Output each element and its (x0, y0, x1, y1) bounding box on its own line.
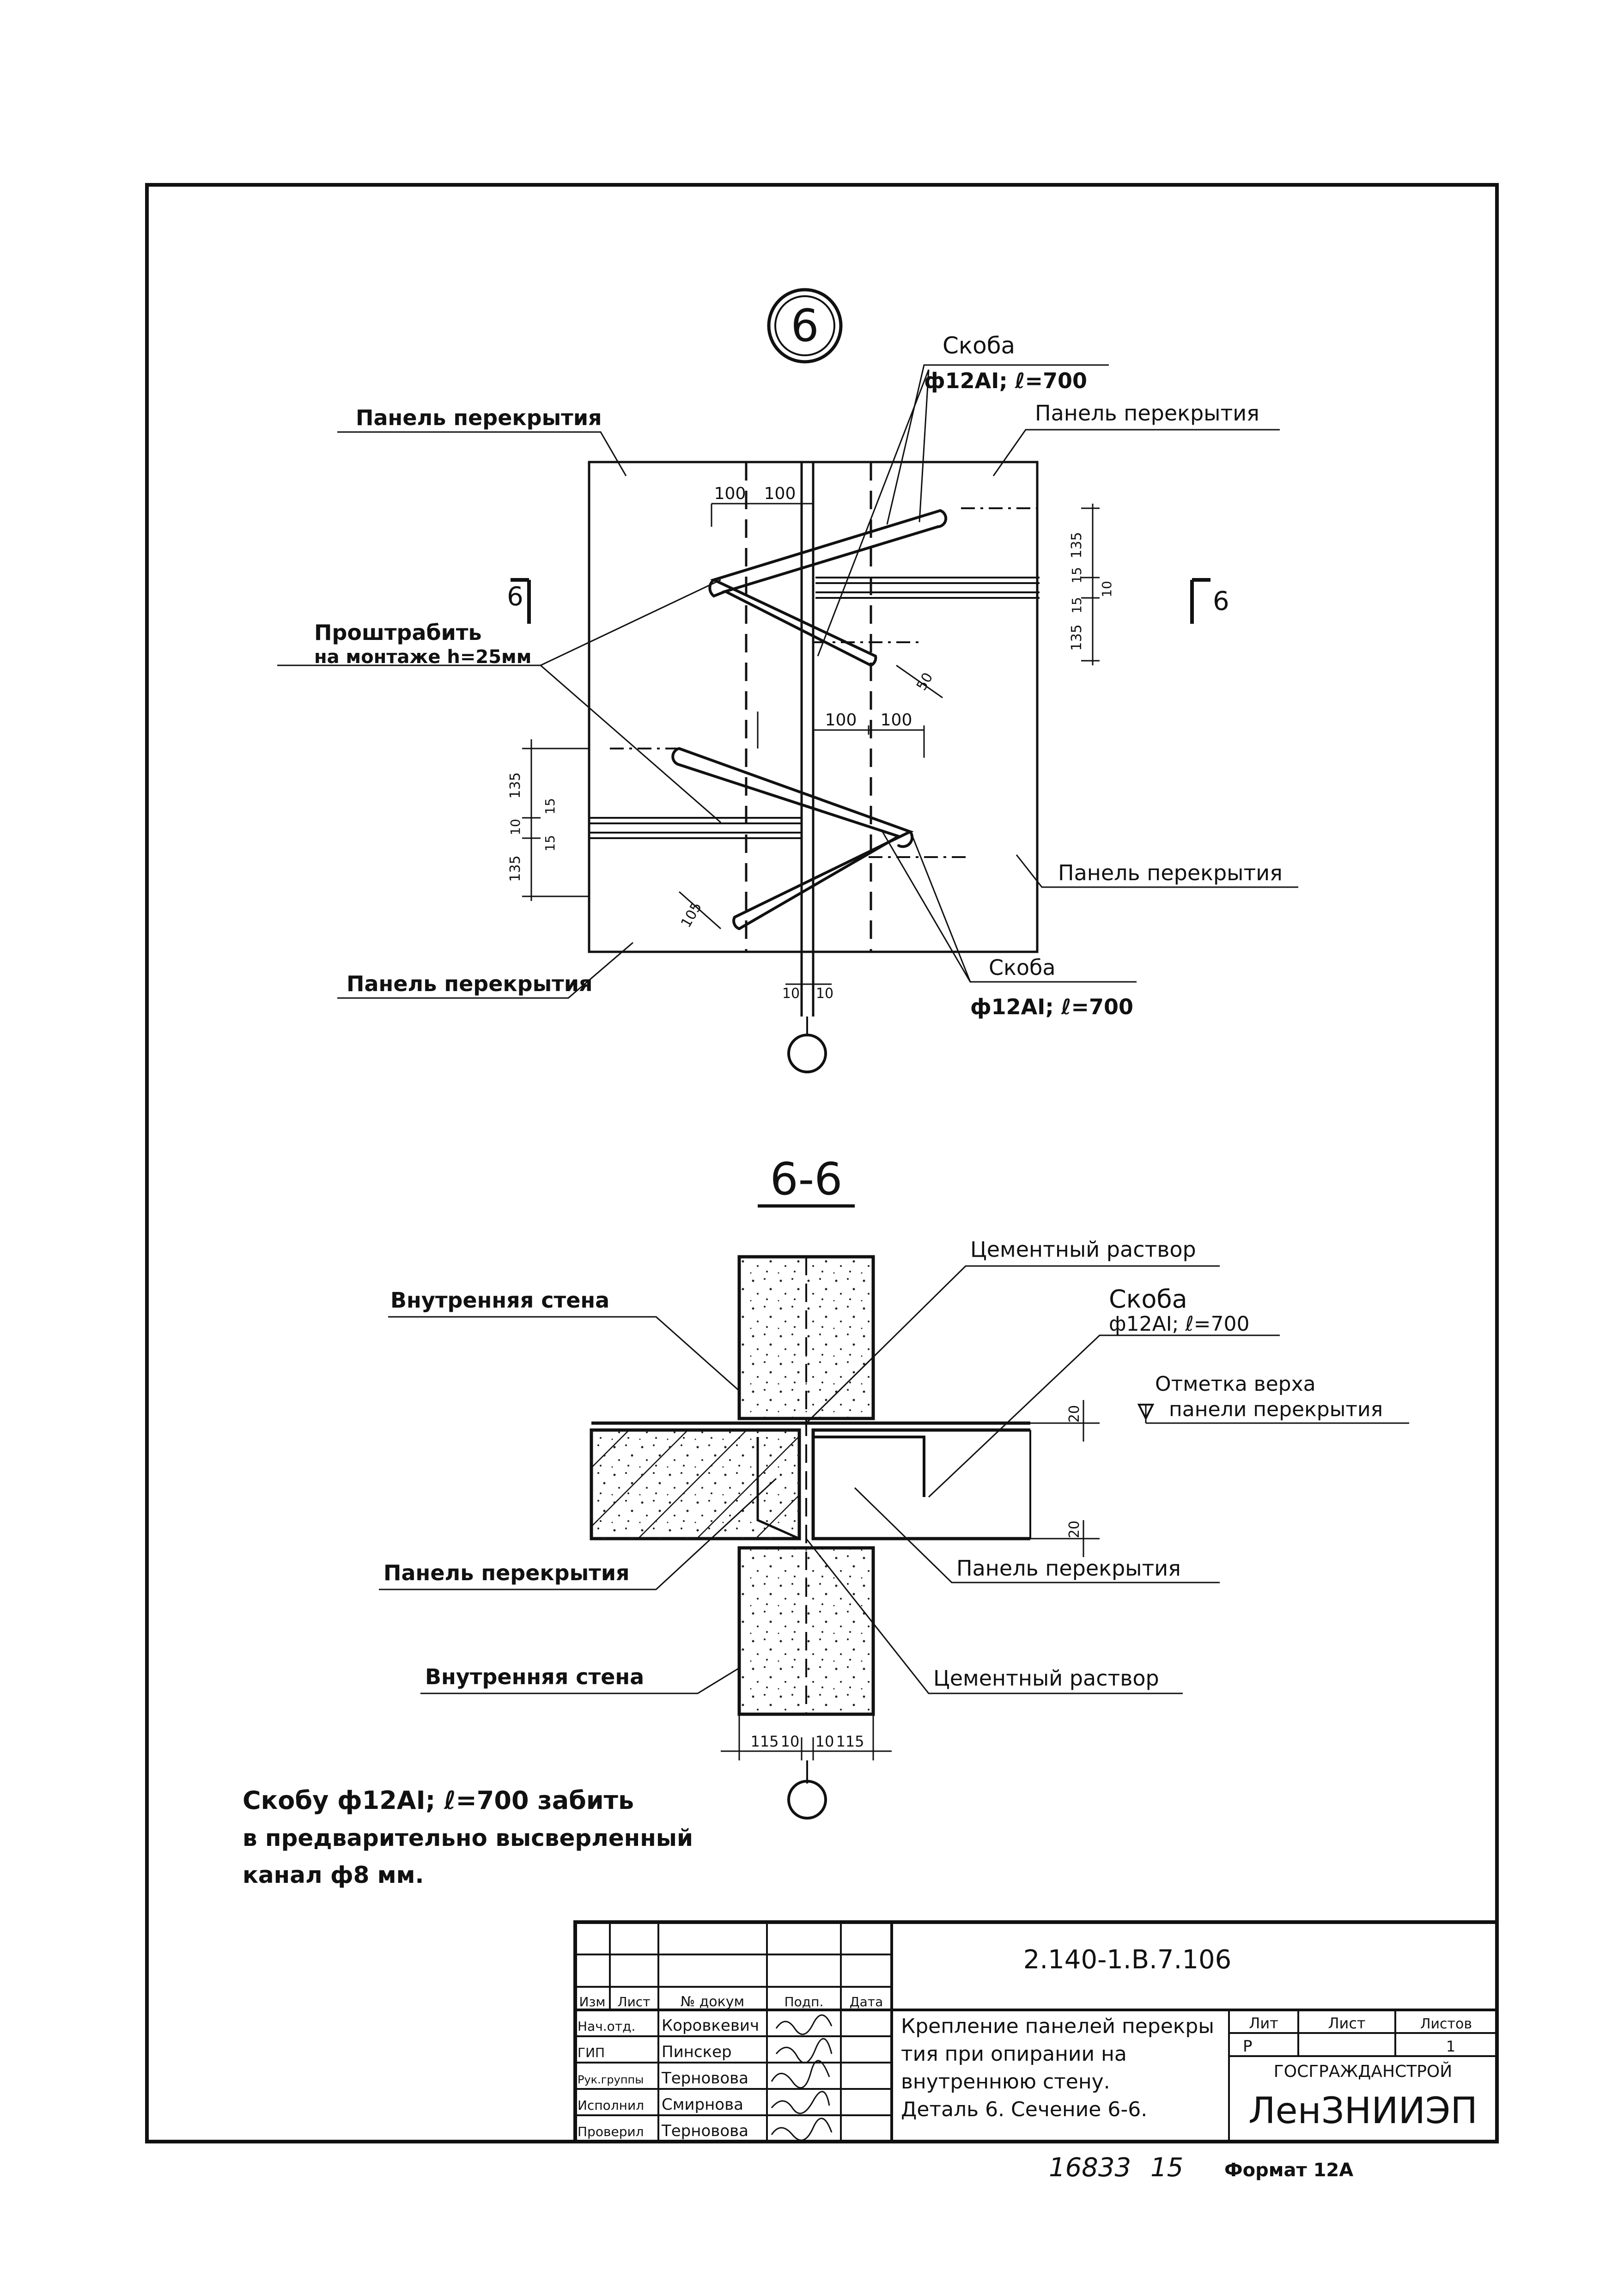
sheets-value: 1 (1446, 2038, 1455, 2055)
label-bracket-bottom-2: ф12АI; ℓ=700 (970, 994, 1133, 1019)
name-3: Смирнова (662, 2095, 743, 2114)
dim-r-15a: 15 (1069, 567, 1084, 584)
dim-100b: 100 (764, 484, 796, 503)
dim-100c: 100 (825, 711, 857, 730)
footer-format: Формат 12А (1224, 2160, 1353, 2181)
org-line-1: ГОСГРАЖДАНСТРОЙ (1274, 2062, 1452, 2081)
hdr-sheet: Лист (1328, 2015, 1365, 2032)
role-1: ГИП (578, 2045, 605, 2060)
note: Скобу ф12АI; ℓ=700 забить в предваритель… (243, 1786, 693, 1888)
note-line-2: в предварительно высверленный (243, 1825, 693, 1851)
label-panel-bottom-right: Панель перекрытия (1058, 860, 1283, 885)
dim-l-135a: 135 (507, 772, 523, 798)
footer-sub: 15 (1150, 2153, 1183, 2183)
signatures (771, 2014, 833, 2141)
label-level-1: Отметка верха (1155, 1372, 1316, 1396)
stage-value: Р (1243, 2037, 1253, 2056)
section-title: 6-6 (770, 1153, 843, 1205)
dim-10d: 10 (815, 1733, 834, 1750)
name-1: Пинскер (662, 2043, 732, 2061)
role-0: Нач.отд. (578, 2019, 635, 2034)
hdr-podp: Подп. (785, 1994, 824, 2009)
dim-10a: 10 (782, 986, 800, 1002)
label-panel-top-right: Панель перекрытия (1035, 401, 1259, 426)
label-panel-top-left: Панель перекрытия (356, 405, 602, 430)
hdr-sheets: Листов (1420, 2016, 1472, 2032)
detail-marker-label: 6 (791, 300, 819, 352)
dim-115b: 115 (836, 1733, 864, 1750)
label-groove-2: на монтаже h=25мм (314, 646, 531, 668)
label-section-bracket-2: ф12АI; ℓ=700 (1109, 1312, 1250, 1336)
dim-r-10: 10 (1099, 581, 1114, 597)
dim-r-135b: 135 (1069, 624, 1085, 651)
name-4: Терновова (661, 2122, 748, 2140)
section-mark-right: 6 (1213, 586, 1229, 616)
label-inner-wall-bottom: Внутренняя стена (425, 1664, 644, 1689)
panel-right-section (811, 1428, 1030, 1540)
hdr-ndoc: № докум (681, 1994, 744, 2010)
dim-l-135b: 135 (507, 855, 523, 882)
name-0: Коровкевич (662, 2016, 759, 2035)
label-panel-bottom-left: Панель перекрытия (347, 971, 593, 996)
label-groove-1: Проштрабить (314, 620, 482, 645)
footer-number: 16833 (1049, 2153, 1131, 2183)
title-line-1: тия при опирании на (901, 2042, 1127, 2066)
dim-115a: 115 (750, 1733, 779, 1750)
title-line-2: внутреннюю стену. (901, 2070, 1110, 2094)
title-block: 2.140-1.В.7.106 Изм Лист № докум Подп. Д… (573, 1920, 1499, 2143)
detail-6-plan: 6 (277, 288, 1298, 1073)
bracket-bottom (671, 747, 914, 930)
role-4: Проверил (578, 2124, 644, 2139)
hdr-data: Дата (850, 1994, 883, 2009)
note-line-3: канал ф8 мм. (243, 1862, 424, 1888)
note-line-1: Скобу ф12АI; ℓ=700 забить (243, 1786, 634, 1815)
dim-50: 50 (913, 670, 936, 694)
dim-l-15a: 15 (542, 798, 558, 815)
axis-marker-bottom (787, 1780, 827, 1820)
label-cement-bottom: Цементный раствор (933, 1666, 1159, 1691)
section-mark-left: 6 (507, 582, 523, 612)
dim-l-15b: 15 (542, 835, 558, 852)
label-inner-wall-top: Внутренняя стена (390, 1288, 609, 1313)
label-section-bracket-1: Скоба (1109, 1284, 1187, 1314)
role-2: Рук.группы (578, 2073, 644, 2086)
hdr-izm: Изм (579, 1994, 606, 2009)
dim-r-15b: 15 (1069, 597, 1084, 614)
title-line-0: Крепление панелей перекры (901, 2015, 1214, 2038)
label-level-2: панели перекрытия (1169, 1398, 1383, 1421)
dim-l-10: 10 (508, 819, 523, 835)
dim-105: 105 (678, 900, 705, 931)
dim-100d: 100 (881, 711, 912, 730)
detail-marker-circle (767, 288, 843, 364)
label-section-panel-left: Панель перекрытия (383, 1560, 630, 1585)
dim-10b: 10 (816, 986, 833, 1002)
role-3: Исполнил (578, 2098, 644, 2113)
org-line-2: ЛенЗНИИЭП (1248, 2090, 1478, 2132)
dim-10c: 10 (781, 1733, 800, 1750)
axis-marker-top (787, 1034, 827, 1073)
name-2: Терновова (661, 2069, 748, 2088)
dim-20b: 20 (1066, 1521, 1083, 1538)
dim-20a: 20 (1066, 1405, 1083, 1423)
title-line-3: Деталь 6. Сечение 6-6. (901, 2098, 1147, 2121)
label-bracket-bottom-1: Скоба (989, 955, 1056, 980)
label-bracket-top-1: Скоба (943, 332, 1015, 359)
doc-code: 2.140-1.В.7.106 (1023, 1945, 1232, 1975)
label-bracket-top-2: ф12АI; ℓ=700 (924, 368, 1087, 393)
hdr-stage: Лит (1249, 2015, 1278, 2032)
hdr-list: Лист (618, 1994, 651, 2009)
label-cement-top: Цементный раствор (970, 1237, 1196, 1262)
label-section-panel-right: Панель перекрытия (956, 1556, 1181, 1581)
section-6-6: 6-6 20 20 (379, 1153, 1409, 1820)
dim-100a: 100 (714, 484, 746, 503)
dim-r-135a: 135 (1069, 532, 1085, 558)
